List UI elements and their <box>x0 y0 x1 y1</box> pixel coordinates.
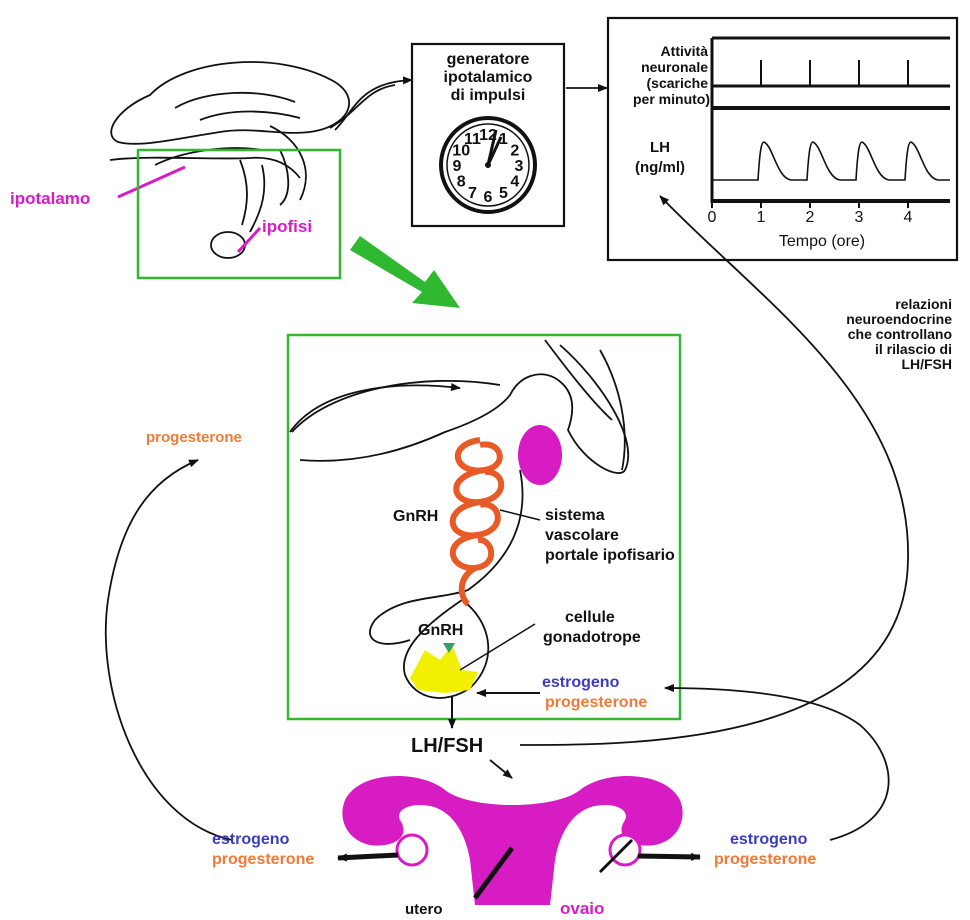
arrow-progesterone-into-brain <box>290 385 460 432</box>
cells-pointer <box>460 624 535 670</box>
pituitary-detail-box <box>288 335 680 719</box>
clock-number: 4 <box>510 174 519 191</box>
clock-number: 3 <box>515 158 524 175</box>
label-progesterone-bottom-left: progesterone <box>212 852 314 868</box>
label-portal-3: portale ipofisario <box>545 548 675 564</box>
x-tick-1: 1 <box>751 210 771 226</box>
arrow-right-ovary-out <box>638 856 700 857</box>
generator-line3: di impulsi <box>412 88 564 104</box>
clock-number: 6 <box>484 189 493 206</box>
lh-label-1: LH <box>620 140 700 155</box>
label-ipotalamo: ipotalamo <box>10 190 90 207</box>
label-estrogeno-left: estrogeno <box>212 832 289 848</box>
portal-coil <box>453 440 502 604</box>
label-cells-1: cellule <box>565 610 615 626</box>
clock-number: 5 <box>499 185 508 202</box>
arrow-left-ovary-out <box>338 855 398 858</box>
x-tick-2: 2 <box>800 210 820 226</box>
clock-number: 12 <box>479 127 497 144</box>
label-estrogeno-box: estrogeno <box>542 675 619 691</box>
relations-3: che controllano <box>780 327 952 341</box>
ipotalamo-pointer <box>118 167 185 197</box>
clock-number: 7 <box>468 185 477 202</box>
label-progesterone-box: progesterone <box>545 695 647 711</box>
activity-label-3: (scariche <box>612 76 708 90</box>
hypothalamus-focus-box <box>138 150 340 278</box>
x-tick-4: 4 <box>898 210 918 226</box>
activity-label-4: per minuto) <box>600 92 710 106</box>
x-tick-0: 0 <box>702 210 722 226</box>
zoom-green-arrow <box>350 236 460 308</box>
label-estrogeno-right: estrogeno <box>730 832 807 848</box>
arrow-left-feedback-loop <box>106 460 232 840</box>
relations-4: il rilascio di <box>780 342 952 356</box>
label-progesterone-bottom-right: progesterone <box>714 852 816 868</box>
arrow-brain-to-generator <box>335 80 412 130</box>
arrow-lhfsh-to-uterus <box>490 760 512 778</box>
clock-number: 9 <box>453 158 462 175</box>
brain-outline <box>110 62 395 258</box>
label-portal-1: sistema <box>545 508 605 524</box>
label-gnrh-top: GnRH <box>393 509 438 525</box>
lh-label-2: (ng/ml) <box>620 160 700 175</box>
label-utero: utero <box>405 902 443 917</box>
x-tick-3: 3 <box>849 210 869 226</box>
gonadotrope-cells <box>410 645 478 693</box>
pituitary-magenta-blob <box>518 425 562 485</box>
clock-number: 1 <box>499 131 508 148</box>
relations-1: relazioni <box>780 297 952 311</box>
label-cells-2: gonadotrope <box>543 630 641 646</box>
label-gnrh-bottom: GnRH <box>418 623 463 639</box>
arrow-lhfsh-to-chart <box>520 196 908 745</box>
label-lhfsh: LH/FSH <box>411 736 483 756</box>
clock-number: 2 <box>510 143 519 160</box>
arrow-right-feedback-loop <box>665 688 889 840</box>
generator-line2: ipotalamico <box>412 70 564 86</box>
relations-2: neuroendocrine <box>780 312 952 326</box>
ipofisi-pointer <box>238 228 260 252</box>
x-axis-label: Tempo (ore) <box>712 234 932 250</box>
generator-line1: generatore <box>412 52 564 68</box>
activity-label-2: neuronale <box>612 60 708 74</box>
activity-label-1: Attività <box>612 44 708 58</box>
clock-number: 11 <box>464 131 481 148</box>
label-progesterone-left: progesterone <box>146 430 242 445</box>
clock-number: 8 <box>457 174 466 191</box>
label-ipofisi: ipofisi <box>262 218 312 235</box>
relations-5: LH/FSH <box>780 357 952 371</box>
label-portal-2: vascolare <box>545 528 619 544</box>
label-ovaio: ovaio <box>560 900 604 917</box>
